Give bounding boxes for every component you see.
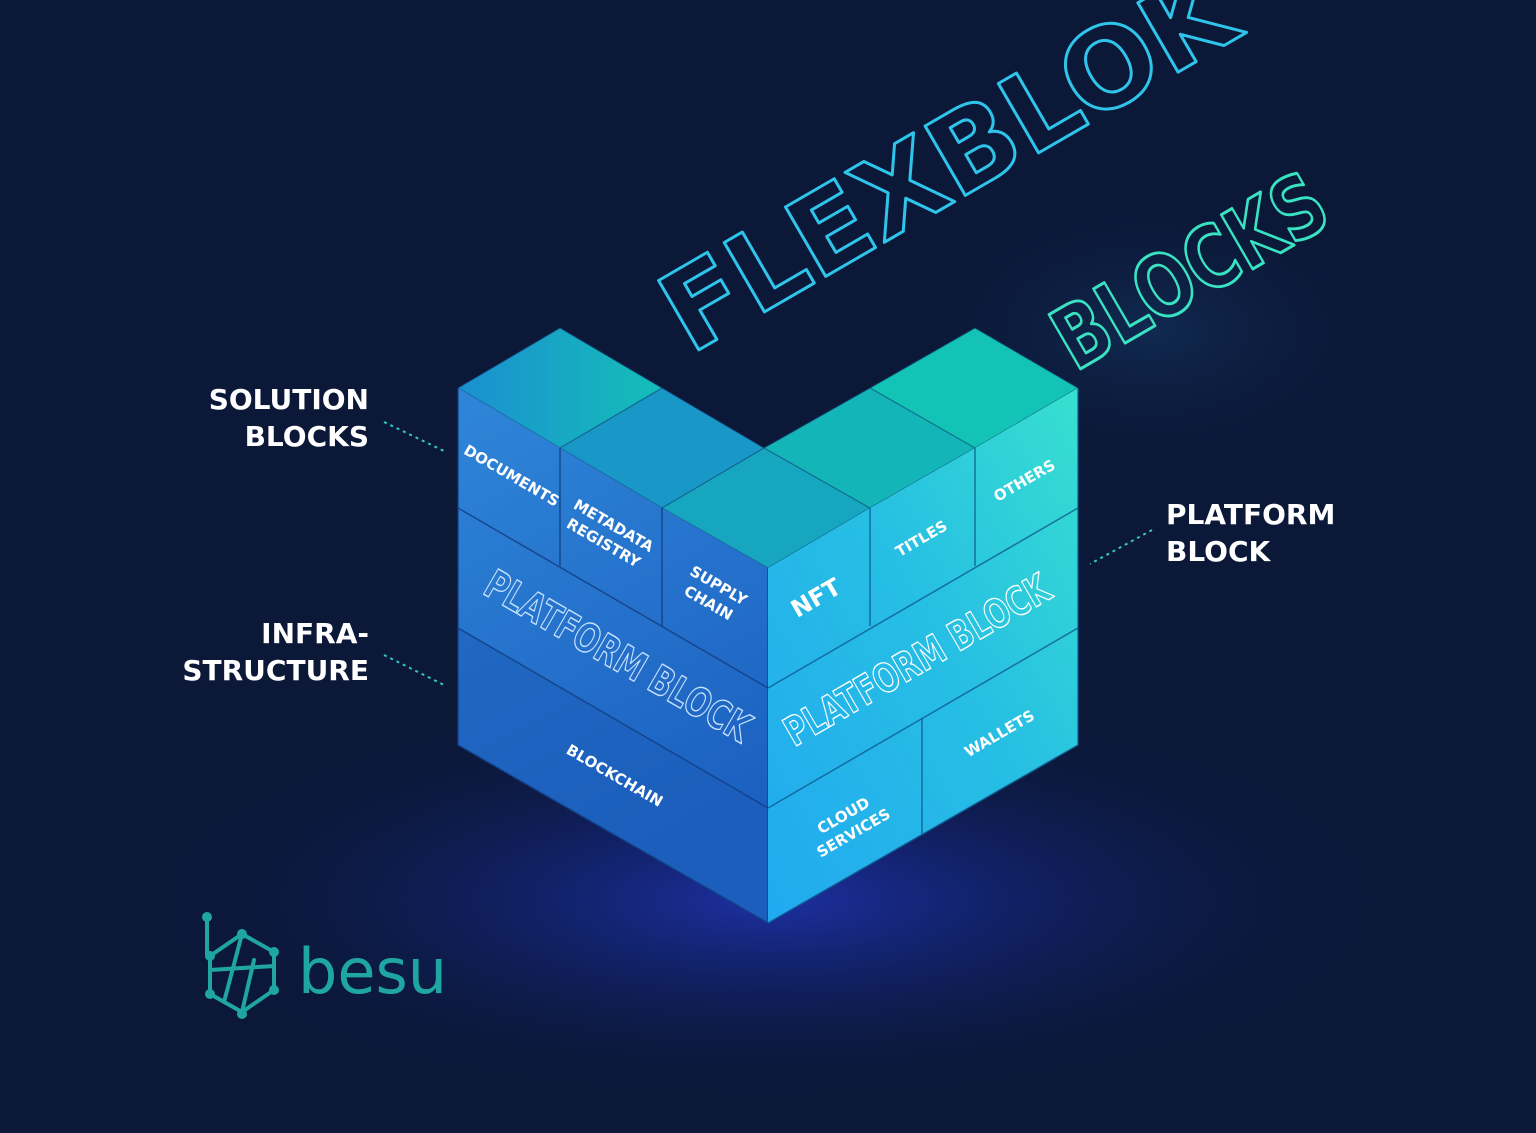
callout-solution-blocks: SOLUTION BLOCKS (209, 383, 447, 453)
besu-logo-nodes (202, 912, 279, 1019)
svg-text:PLATFORM: PLATFORM (1166, 498, 1335, 531)
besu-logo: besu (202, 912, 447, 1019)
svg-text:BLOCK: BLOCK (1166, 535, 1272, 568)
svg-text:SOLUTION: SOLUTION (209, 383, 369, 416)
cube-left-face (457, 388, 769, 924)
callout-infrastructure: INFRA- STRUCTURE (182, 617, 447, 687)
svg-text:BLOCKS: BLOCKS (245, 420, 369, 453)
svg-text:INFRA-: INFRA- (261, 617, 369, 650)
cube-right-face (767, 388, 1079, 924)
besu-logo-text: besu (298, 935, 447, 1008)
svg-text:STRUCTURE: STRUCTURE (182, 654, 369, 687)
callout-platform-block: PLATFORM BLOCK (1089, 498, 1335, 568)
